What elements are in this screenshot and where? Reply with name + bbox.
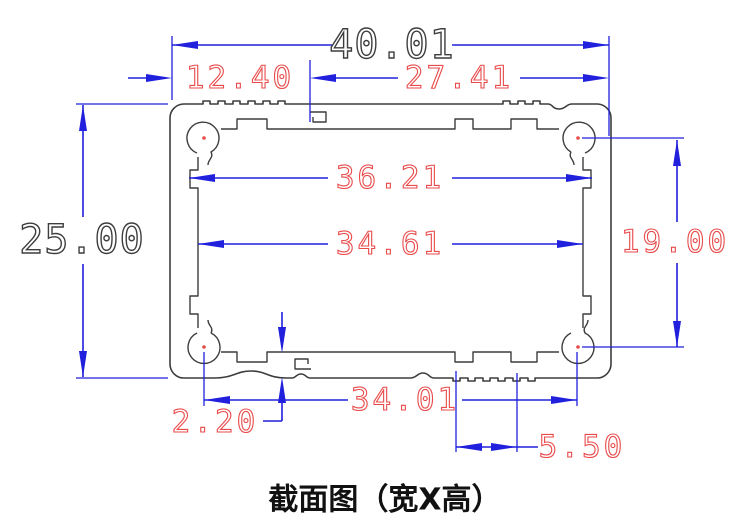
inner-top-wall xyxy=(221,118,559,130)
dim-notch-pitch: 5.50 xyxy=(455,371,626,466)
dim-label-left-edge-to-tab: 12.40 xyxy=(186,60,294,96)
dim-label-tab-to-right-edge: 27.41 xyxy=(405,60,513,96)
dim-label-notch-pitch: 5.50 xyxy=(539,429,626,465)
dim-boss-vertical: 19.00 xyxy=(582,137,729,348)
inner-right-wall xyxy=(582,157,592,328)
dim-overall-width: 40.01 xyxy=(171,21,610,136)
dim-label-inner-width-slots: 36.21 xyxy=(336,160,444,196)
dim-label-overall-height: 25.00 xyxy=(19,217,144,263)
dim-boss-horizontal: 34.01 xyxy=(203,352,578,419)
inner-left-wall xyxy=(189,157,199,328)
screw-bosses xyxy=(186,121,596,365)
dim-overall-height: 25.00 xyxy=(19,103,168,379)
inner-bottom-wall xyxy=(221,351,559,363)
boss-center-mark xyxy=(576,136,580,140)
dim-label-boss-horizontal: 34.01 xyxy=(351,382,459,418)
bottom-hook-tab xyxy=(294,358,311,370)
boss-center-mark xyxy=(202,345,206,349)
boss-center-mark xyxy=(576,345,580,349)
boss-top-right xyxy=(562,121,596,166)
drawing-caption: 截面图（宽X高） xyxy=(268,483,501,518)
dim-inner-width: 34.61 xyxy=(198,225,583,263)
profile-outer-contour xyxy=(169,100,612,382)
boss-center-mark xyxy=(202,136,206,140)
dim-label-boss-vertical: 19.00 xyxy=(621,224,729,260)
boss-bottom-right xyxy=(561,319,595,365)
dim-wall-thickness: 2.20 xyxy=(171,312,286,441)
profile-inner-contour xyxy=(189,111,592,370)
dim-label-inner-width: 34.61 xyxy=(336,226,444,262)
top-hook-tab xyxy=(310,111,327,123)
dim-inner-width-slots: 36.21 xyxy=(189,159,592,197)
boss-top-left xyxy=(186,121,220,166)
dim-label-wall-thickness: 2.20 xyxy=(172,404,259,440)
dim-top-offsets: 12.40 27.41 xyxy=(128,59,609,122)
dim-label-overall-width: 40.01 xyxy=(329,22,454,68)
